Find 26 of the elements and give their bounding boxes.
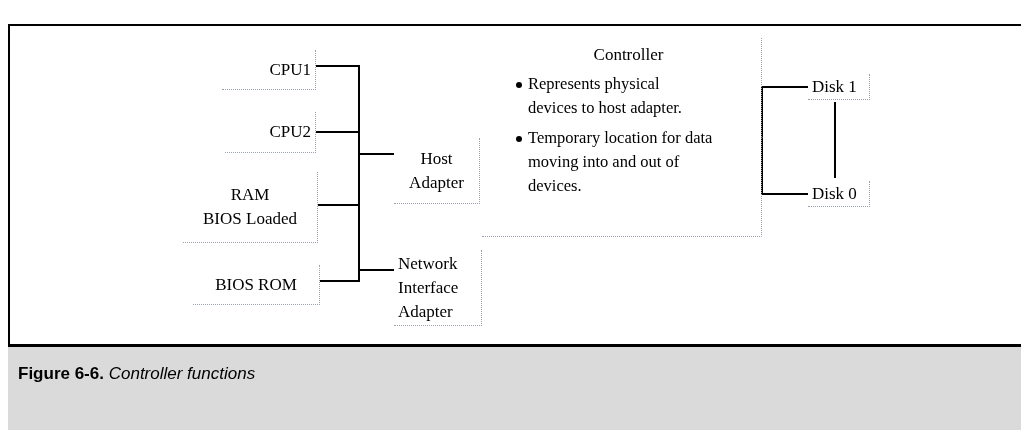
connector-line (319, 269, 395, 282)
component-box (482, 38, 762, 237)
connector-line (761, 136, 809, 195)
component-box (193, 265, 320, 305)
component-label: Disk 1 (812, 75, 858, 98)
component-label: CPU2 (268, 121, 311, 143)
component-box (183, 172, 318, 243)
connector-line (834, 101, 836, 179)
component-box (225, 112, 316, 153)
component-label: Network Interface Adapter (398, 252, 460, 323)
component-label: CPU1 (268, 58, 311, 81)
connector-line (761, 86, 809, 139)
figure-caption: Figure 6-6. Controller functions (18, 363, 256, 385)
component-label: BIOS Loaded (202, 208, 298, 230)
component-box (222, 50, 316, 90)
component-box (808, 74, 870, 100)
component-box (394, 138, 480, 204)
bullet-text: Temporary location for data moving into and out of devices. (528, 127, 713, 197)
component-label: Disk 0 (812, 182, 858, 205)
component-box (394, 250, 482, 326)
bullet-text: Represents physical devices to host adapter. (528, 73, 683, 119)
component-label: BIOS ROM (214, 273, 298, 296)
component-label: Host Adapter (408, 147, 465, 194)
component-label: RAM (229, 184, 271, 206)
component-box (808, 181, 870, 207)
component-title: Controller (592, 44, 665, 66)
